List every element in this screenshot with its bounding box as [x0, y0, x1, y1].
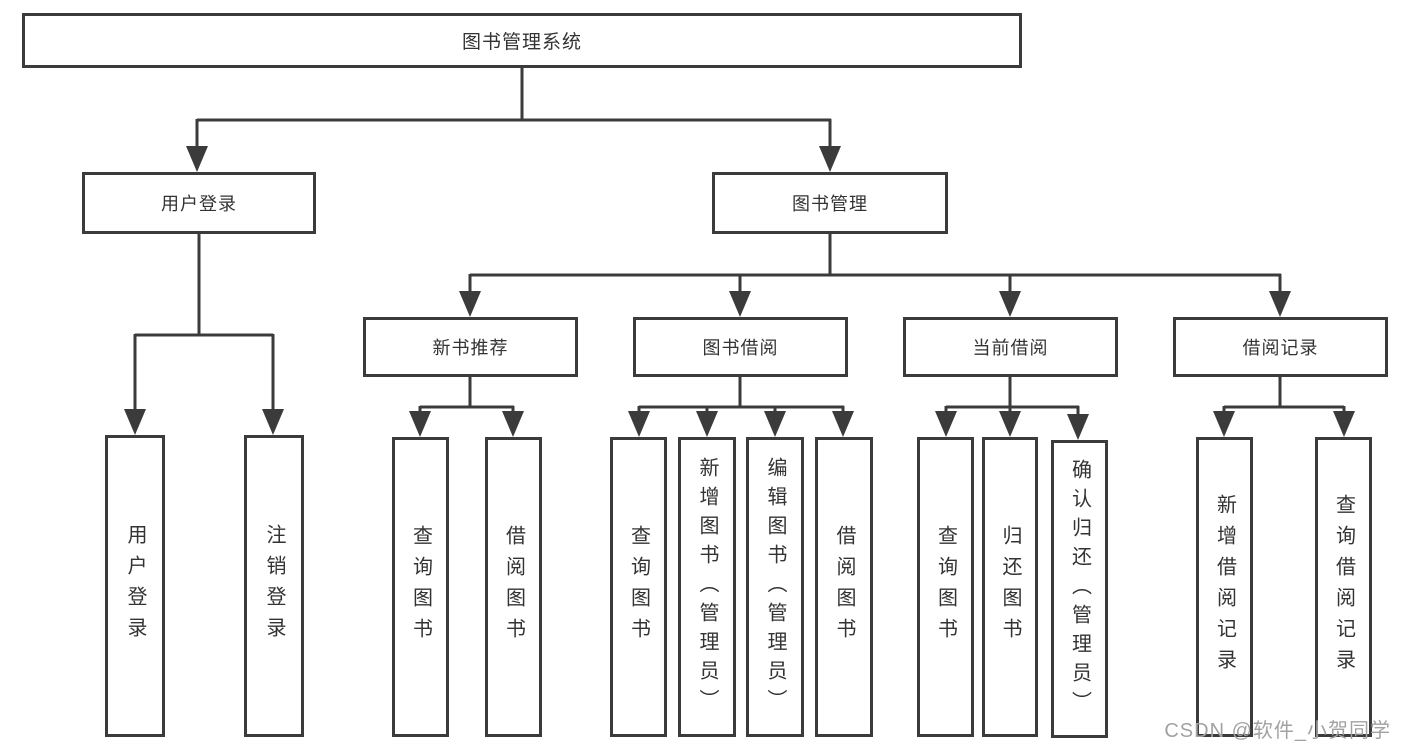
- node-book-management-label: 图书管理: [792, 194, 868, 214]
- leaf-user-login-label: 用户登录: [124, 524, 146, 648]
- leaf-cb-query-books: 查询图书: [917, 437, 974, 737]
- leaf-nbr-query-books: 查询图书: [392, 437, 449, 737]
- leaf-cb-return-books-label: 归还图书: [999, 525, 1021, 649]
- node-new-book-recommend: 新书推荐: [363, 317, 578, 377]
- leaf-logout-label: 注销登录: [263, 524, 285, 648]
- leaf-cb-return-books: 归还图书: [982, 437, 1038, 737]
- leaf-br-query-record-label: 查询借阅记录: [1332, 494, 1355, 680]
- leaf-cb-query-books-label: 查询图书: [934, 525, 957, 649]
- leaf-nbr-query-books-label: 查询图书: [409, 525, 432, 649]
- leaf-logout: 注销登录: [244, 435, 304, 737]
- leaf-bb-add-books-label: 新增图书（管理员）: [696, 456, 718, 718]
- leaf-bb-borrow-books: 借阅图书: [815, 437, 873, 737]
- node-book-borrowing: 图书借阅: [633, 317, 848, 377]
- leaf-bb-edit-books-label: 编辑图书（管理员）: [764, 456, 786, 718]
- node-book-borrowing-label: 图书借阅: [702, 338, 779, 358]
- node-root-label: 图书管理系统: [461, 32, 582, 53]
- leaf-cb-confirm-return: 确认归还（管理员）: [1051, 440, 1108, 738]
- node-book-management: 图书管理: [712, 172, 948, 234]
- leaf-user-login: 用户登录: [105, 435, 165, 737]
- leaf-nbr-borrow-books-label: 借阅图书: [502, 525, 525, 649]
- node-user-login: 用户登录: [82, 172, 316, 234]
- leaf-br-add-record-label: 新增借阅记录: [1213, 494, 1236, 680]
- leaf-bb-query-books-label: 查询图书: [627, 525, 650, 649]
- leaf-bb-add-books: 新增图书（管理员）: [678, 437, 736, 737]
- node-borrowing-records: 借阅记录: [1173, 317, 1388, 377]
- node-user-login-label: 用户登录: [161, 194, 237, 214]
- leaf-br-query-record: 查询借阅记录: [1315, 437, 1372, 737]
- leaf-nbr-borrow-books: 借阅图书: [485, 437, 542, 737]
- node-current-borrowing-label: 当前借阅: [972, 338, 1049, 358]
- arrowhead-icons: [124, 146, 1355, 440]
- leaf-bb-query-books: 查询图书: [610, 437, 667, 737]
- leaf-cb-confirm-return-label: 确认归还（管理员）: [1068, 458, 1091, 720]
- leaf-bb-edit-books: 编辑图书（管理员）: [746, 437, 804, 737]
- node-borrowing-records-label: 借阅记录: [1242, 338, 1319, 358]
- node-current-borrowing: 当前借阅: [903, 317, 1118, 377]
- node-root: 图书管理系统: [22, 13, 1022, 68]
- node-new-book-recommend-label: 新书推荐: [432, 338, 509, 358]
- leaf-bb-borrow-books-label: 借阅图书: [833, 525, 855, 649]
- csdn-watermark: CSDN @软件_小贺同学: [1164, 720, 1391, 742]
- leaf-br-add-record: 新增借阅记录: [1196, 437, 1253, 737]
